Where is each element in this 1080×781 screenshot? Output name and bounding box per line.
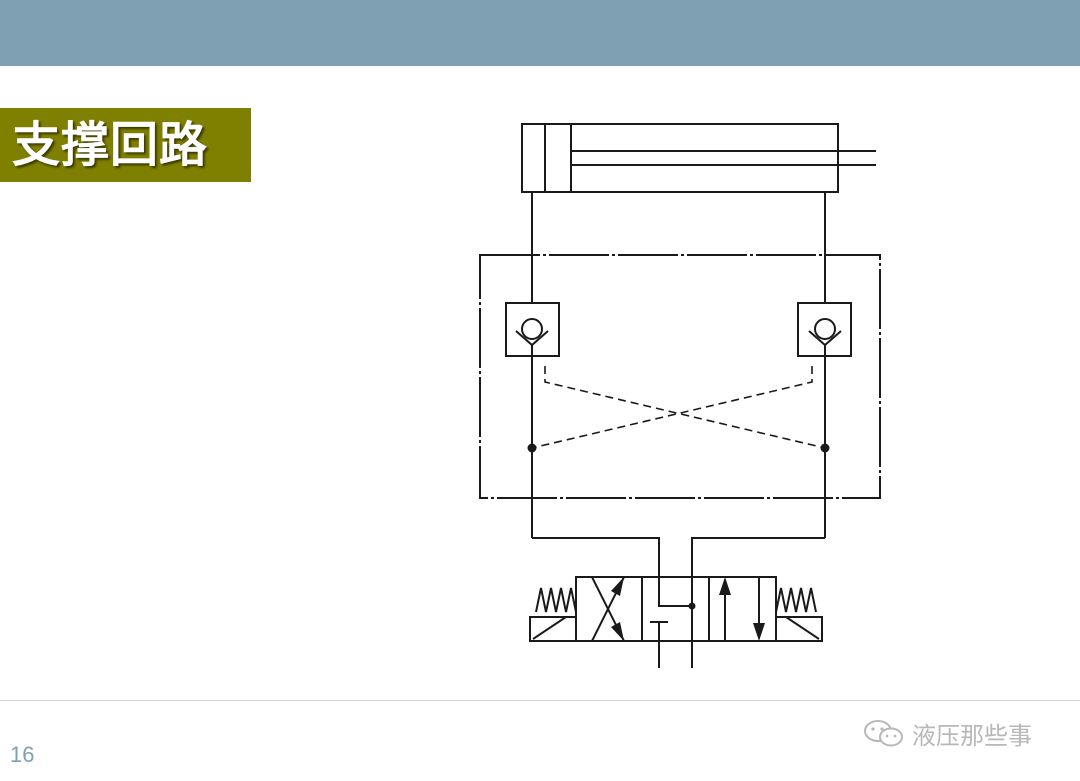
wechat-icon: [864, 719, 903, 746]
solenoid-right: [775, 616, 823, 642]
slide-title: 支撑回路: [12, 117, 209, 173]
page-number: 16: [10, 742, 35, 767]
valve-block-boundary: [479, 254, 881, 499]
watermark-text: 液压那些事: [912, 722, 1032, 750]
pilot-operated-check-valve-right: [797, 302, 852, 357]
header-band: [0, 0, 1080, 66]
title-box: 支撑回路: [0, 108, 251, 182]
spring-right: [775, 587, 817, 613]
pilot-lines: [531, 366, 826, 449]
watermark: 液压那些事: [862, 716, 1032, 751]
junction-left: [527, 443, 537, 453]
footer-divider: [0, 700, 1080, 701]
solenoid-left: [529, 616, 577, 642]
spring-left: [535, 587, 577, 613]
pilot-operated-check-valve-left: [505, 302, 560, 357]
hydraulic-cylinder: [521, 123, 876, 193]
supply-lines: [531, 192, 826, 668]
junction-right: [820, 443, 830, 453]
three-position-directional-valve: [575, 576, 777, 642]
